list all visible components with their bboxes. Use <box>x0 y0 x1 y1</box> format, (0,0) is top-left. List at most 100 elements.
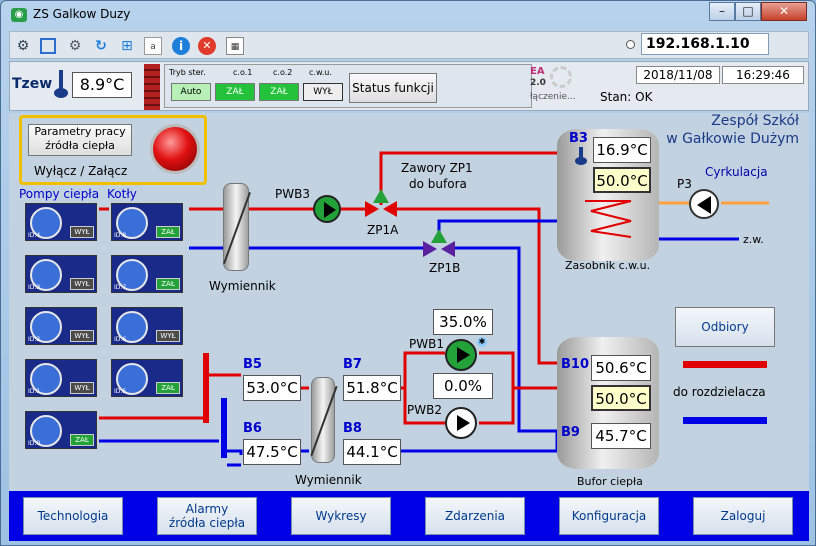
pwb1-value: 35.0% <box>433 309 493 335</box>
mode-panel: Tryb ster. c.o.1 c.o.2 c.w.u. Auto ZAŁ Z… <box>164 64 532 108</box>
ip-radio[interactable] <box>626 40 635 49</box>
process-diagram: Zespół Szkół w Gałkowie Dużym Parametry … <box>9 113 809 491</box>
pwb3-label: PWB3 <box>275 187 310 201</box>
odbiory-button[interactable]: Odbiory <box>675 307 775 347</box>
co2-value[interactable]: ZAŁ <box>259 83 299 101</box>
co2-label: c.o.2 <box>273 68 293 77</box>
b10-label: B10 <box>561 357 589 372</box>
windows-icon[interactable]: ⊞ <box>121 38 133 54</box>
p3-pump-icon[interactable] <box>689 189 719 219</box>
boilers-title: Kotły <box>107 187 137 201</box>
wykresy-button[interactable]: Wykresy <box>291 497 391 535</box>
b3-label: B3 <box>569 131 588 146</box>
text-icon[interactable]: a <box>144 37 162 55</box>
brick-wall-icon <box>144 64 160 110</box>
co1-value[interactable]: ZAŁ <box>215 83 255 101</box>
onoff-button[interactable] <box>150 124 200 174</box>
b10-setpoint[interactable]: 50.0°C <box>591 385 651 411</box>
stop-icon[interactable]: ✕ <box>198 37 216 55</box>
snowflake-icon: ✱ <box>477 337 487 347</box>
pwb3-pump-icon[interactable] <box>313 195 341 223</box>
zdarzenia-button[interactable]: Zdarzenia <box>425 497 525 535</box>
status-funkcji-button[interactable]: Status funkcji <box>349 73 437 103</box>
technologia-button[interactable]: Technologia <box>23 497 123 535</box>
param-line2: źródła ciepła <box>45 139 115 152</box>
cyrkulacja-label: Cyrkulacja <box>705 165 768 179</box>
time-display: 16:29:46 <box>722 66 804 84</box>
ip-address-field[interactable]: 192.168.1.10 <box>641 33 769 55</box>
zp1b-valve-icon[interactable] <box>423 229 457 259</box>
title-bar: ◉ ZS Galkow Duzy – □ ✕ <box>1 1 815 29</box>
zw-label: z.w. <box>743 233 764 246</box>
network-icon[interactable]: ⚙ <box>16 38 30 54</box>
gear-icon[interactable]: ⚙ <box>68 38 82 54</box>
heat-pump-unit[interactable]: WYŁ ID:4 <box>25 203 97 241</box>
heat-pump-gauge-icon <box>30 311 62 343</box>
info-icon[interactable]: i <box>172 37 190 55</box>
zp1b-label: ZP1B <box>429 261 461 275</box>
school-name-line1: Zespół Szkół <box>711 113 799 129</box>
b7-label: B7 <box>343 357 362 372</box>
connection-status: łączenie... <box>530 92 576 102</box>
heat-pump-gauge-icon <box>30 415 62 447</box>
parametry-pracy-button[interactable]: Parametry pracy źródła ciepła <box>28 124 132 156</box>
tryb-value[interactable]: Auto <box>171 83 211 101</box>
onoff-label: Wyłącz / Załącz <box>34 164 128 178</box>
zawory-line2: do bufora <box>409 177 467 191</box>
heat-pump-gauge-icon <box>30 207 62 239</box>
maximize-button[interactable]: □ <box>735 2 761 21</box>
close-button[interactable]: ✕ <box>761 2 807 21</box>
zp1a-valve-icon[interactable] <box>365 189 399 219</box>
fullscreen-icon[interactable] <box>40 38 56 54</box>
heat-pump-state-badge: WYŁ <box>70 382 94 394</box>
exchanger1-label: Wymiennik <box>209 279 276 293</box>
pwb2-label: PWB2 <box>407 403 442 417</box>
info-bar: Tzew 8.9°C Tryb ster. c.o.1 c.o.2 c.w.u.… <box>9 61 809 111</box>
cwu-value[interactable]: WYŁ <box>303 83 343 101</box>
heat-source-panel: Parametry pracy źródła ciepła Wyłącz / Z… <box>19 115 207 185</box>
window-title: ZS Galkow Duzy <box>33 7 131 21</box>
heat-exchanger-2 <box>310 377 338 463</box>
b5-value: 53.0°C <box>243 375 301 401</box>
boiler-gauge-icon <box>116 259 148 291</box>
heat-pump-unit[interactable]: ZAŁ ID:0 <box>25 411 97 449</box>
bufor-label: Bufor ciepła <box>577 475 643 488</box>
boiler-id-label: ID:6 <box>114 336 127 343</box>
heat-pump-id-label: ID:0 <box>28 440 41 447</box>
exchanger2-label: Wymiennik <box>295 473 362 487</box>
b8-label: B8 <box>343 421 362 436</box>
pwb2-pump-icon[interactable] <box>445 407 477 439</box>
b6-value: 47.5°C <box>243 439 301 465</box>
do-rozdzielacza-label: do rozdzielacza <box>673 385 766 399</box>
heat-pump-state-badge: ZAŁ <box>70 434 94 446</box>
app-eye-icon: ◉ <box>11 8 27 22</box>
pumps-title: Pompy ciepła <box>19 187 100 201</box>
zasobnik-label: Zasobnik c.w.u. <box>565 259 651 272</box>
boiler-state-badge: ZAŁ <box>156 278 180 290</box>
boiler-state-badge: ZAŁ <box>156 226 180 238</box>
zp1a-label: ZP1A <box>367 223 399 237</box>
b3-setpoint[interactable]: 50.0°C <box>593 167 651 193</box>
konfiguracja-button[interactable]: Konfiguracja <box>559 497 659 535</box>
pwb1-pump-icon[interactable] <box>445 339 477 371</box>
minimize-button[interactable]: – <box>709 2 735 21</box>
alarmy-button[interactable]: Alarmy źródła ciepła <box>157 497 257 535</box>
heat-pump-id-label: ID:4 <box>28 232 41 239</box>
boiler-id-label: ID:5 <box>114 388 127 395</box>
zaloguj-button[interactable]: Zaloguj <box>693 497 793 535</box>
co1-label: c.o.1 <box>233 68 253 77</box>
report-icon[interactable]: ▦ <box>226 37 244 55</box>
param-line1: Parametry pracy <box>34 125 126 138</box>
heat-pump-state-badge: WYŁ <box>70 226 94 238</box>
heat-pump-id-label: ID:2 <box>28 336 41 343</box>
refresh-icon[interactable]: ↻ <box>95 38 107 54</box>
alarmy-line2: źródła ciepła <box>168 516 246 530</box>
heat-pump-gauge-icon <box>30 363 62 395</box>
